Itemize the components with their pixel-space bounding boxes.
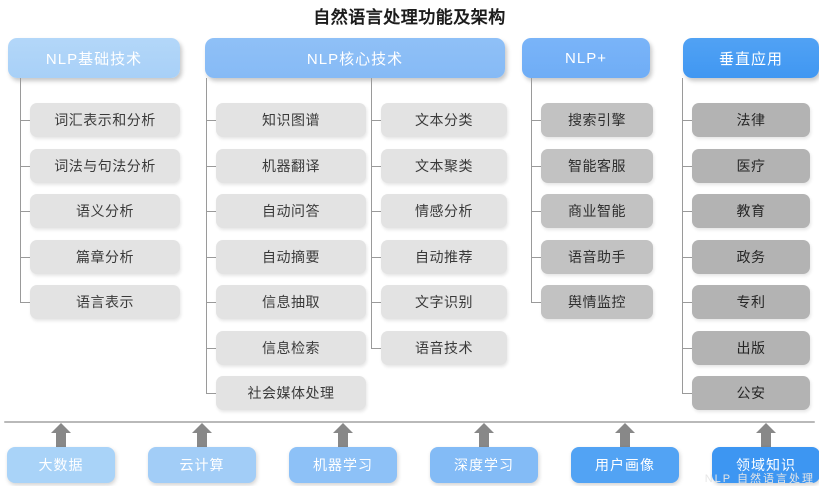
connector-trunk-nlp-core-a bbox=[206, 78, 207, 393]
column-header-nlp-plus[interactable]: NLP+ bbox=[522, 38, 650, 78]
node-nlp-plus-2[interactable]: 商业智能 bbox=[541, 194, 653, 228]
connector-branch-nlp-core-a-3 bbox=[206, 256, 216, 258]
connector-branch-nlp-plus-2 bbox=[531, 211, 541, 212]
connector-branch-vertical-apps-6 bbox=[682, 393, 692, 394]
up-arrow-icon-3 bbox=[474, 423, 494, 447]
connector-branch-vertical-apps-0 bbox=[682, 120, 692, 121]
up-arrow-icon-0 bbox=[51, 423, 71, 447]
node-vertical-apps-5[interactable]: 出版 bbox=[692, 330, 810, 365]
connector-branch-vertical-apps-3 bbox=[682, 256, 692, 258]
node-nlp-basic-4[interactable]: 语言表示 bbox=[30, 285, 180, 319]
node-nlp-basic-0[interactable]: 词汇表示和分析 bbox=[30, 103, 180, 137]
connector-branch-vertical-apps-2 bbox=[682, 211, 692, 212]
node-nlp-core-b-5[interactable]: 语音技术 bbox=[381, 330, 507, 365]
connector-branch-nlp-plus-3 bbox=[531, 256, 541, 258]
node-nlp-core-b-4[interactable]: 文字识别 bbox=[381, 285, 507, 319]
watermark: NLP 自然语言处理 bbox=[704, 473, 815, 485]
node-nlp-core-b-3[interactable]: 自动推荐 bbox=[381, 239, 507, 274]
connector-branch-nlp-core-a-1 bbox=[206, 165, 216, 167]
node-nlp-core-a-5[interactable]: 信息检索 bbox=[216, 330, 366, 365]
connector-branch-vertical-apps-1 bbox=[682, 165, 692, 167]
node-nlp-core-a-0[interactable]: 知识图谱 bbox=[216, 103, 366, 137]
connector-branch-nlp-basic-0 bbox=[20, 120, 30, 121]
foundation-item-5[interactable]: 领域知识 bbox=[712, 447, 819, 483]
page-title: 自然语言处理功能及架构 bbox=[313, 8, 506, 27]
node-vertical-apps-2[interactable]: 教育 bbox=[692, 194, 810, 228]
connector-trunk-vertical-apps bbox=[682, 78, 683, 393]
connector-branch-nlp-plus-4 bbox=[531, 302, 541, 303]
foundation-baseline bbox=[4, 421, 815, 423]
connector-branch-nlp-plus-0 bbox=[531, 120, 541, 121]
connector-branch-nlp-core-a-4 bbox=[206, 302, 216, 303]
node-nlp-core-a-2[interactable]: 自动问答 bbox=[216, 194, 366, 228]
node-nlp-plus-0[interactable]: 搜索引擎 bbox=[541, 103, 653, 137]
node-nlp-plus-4[interactable]: 舆情监控 bbox=[541, 285, 653, 319]
column-header-vertical-apps[interactable]: 垂直应用 bbox=[683, 38, 819, 78]
foundation-item-4[interactable]: 用户画像 bbox=[571, 447, 679, 483]
connector-branch-nlp-core-b-1 bbox=[371, 165, 381, 167]
up-arrow-icon-5 bbox=[756, 423, 776, 447]
foundation-item-3[interactable]: 深度学习 bbox=[430, 447, 538, 483]
node-vertical-apps-0[interactable]: 法律 bbox=[692, 103, 810, 137]
foundation-item-0[interactable]: 大数据 bbox=[7, 447, 115, 483]
up-arrow-icon-4 bbox=[615, 423, 635, 447]
node-nlp-core-a-1[interactable]: 机器翻译 bbox=[216, 148, 366, 183]
connector-branch-nlp-basic-2 bbox=[20, 211, 30, 212]
connector-branch-nlp-core-b-5 bbox=[371, 347, 381, 349]
connector-branch-nlp-core-a-6 bbox=[206, 393, 216, 394]
connector-trunk-nlp-core-b bbox=[371, 78, 372, 348]
up-arrow-icon-1 bbox=[192, 423, 212, 447]
foundation-item-2[interactable]: 机器学习 bbox=[289, 447, 397, 483]
connector-branch-nlp-core-a-0 bbox=[206, 120, 216, 121]
node-nlp-plus-3[interactable]: 语音助手 bbox=[541, 239, 653, 274]
connector-branch-nlp-core-b-0 bbox=[371, 120, 381, 121]
node-nlp-basic-3[interactable]: 篇章分析 bbox=[30, 239, 180, 274]
connector-branch-nlp-plus-1 bbox=[531, 165, 541, 167]
column-header-nlp-core[interactable]: NLP核心技术 bbox=[205, 38, 505, 78]
foundation-item-1[interactable]: 云计算 bbox=[148, 447, 256, 483]
node-vertical-apps-4[interactable]: 专利 bbox=[692, 285, 810, 319]
connector-branch-nlp-core-b-4 bbox=[371, 302, 381, 303]
node-nlp-core-b-0[interactable]: 文本分类 bbox=[381, 103, 507, 137]
node-nlp-basic-1[interactable]: 词法与句法分析 bbox=[30, 148, 180, 183]
connector-trunk-nlp-plus bbox=[531, 78, 532, 302]
connector-branch-vertical-apps-4 bbox=[682, 302, 692, 303]
node-nlp-core-b-2[interactable]: 情感分析 bbox=[381, 194, 507, 228]
node-vertical-apps-6[interactable]: 公安 bbox=[692, 376, 810, 410]
connector-trunk-nlp-basic bbox=[20, 78, 21, 302]
connector-branch-nlp-basic-3 bbox=[20, 256, 30, 258]
column-header-nlp-basic[interactable]: NLP基础技术 bbox=[8, 38, 180, 78]
node-nlp-core-a-3[interactable]: 自动摘要 bbox=[216, 239, 366, 274]
node-nlp-core-b-1[interactable]: 文本聚类 bbox=[381, 148, 507, 183]
connector-branch-nlp-basic-4 bbox=[20, 302, 30, 303]
connector-branch-nlp-core-a-2 bbox=[206, 211, 216, 212]
node-nlp-plus-1[interactable]: 智能客服 bbox=[541, 148, 653, 183]
node-nlp-core-a-6[interactable]: 社会媒体处理 bbox=[216, 376, 366, 410]
connector-branch-vertical-apps-5 bbox=[682, 347, 692, 349]
node-nlp-basic-2[interactable]: 语义分析 bbox=[30, 194, 180, 228]
connector-branch-nlp-core-b-2 bbox=[371, 211, 381, 212]
node-nlp-core-a-4[interactable]: 信息抽取 bbox=[216, 285, 366, 319]
connector-branch-nlp-basic-1 bbox=[20, 165, 30, 167]
connector-branch-nlp-core-a-5 bbox=[206, 347, 216, 349]
up-arrow-icon-2 bbox=[333, 423, 353, 447]
connector-branch-nlp-core-b-3 bbox=[371, 256, 381, 258]
node-vertical-apps-3[interactable]: 政务 bbox=[692, 239, 810, 274]
node-vertical-apps-1[interactable]: 医疗 bbox=[692, 148, 810, 183]
